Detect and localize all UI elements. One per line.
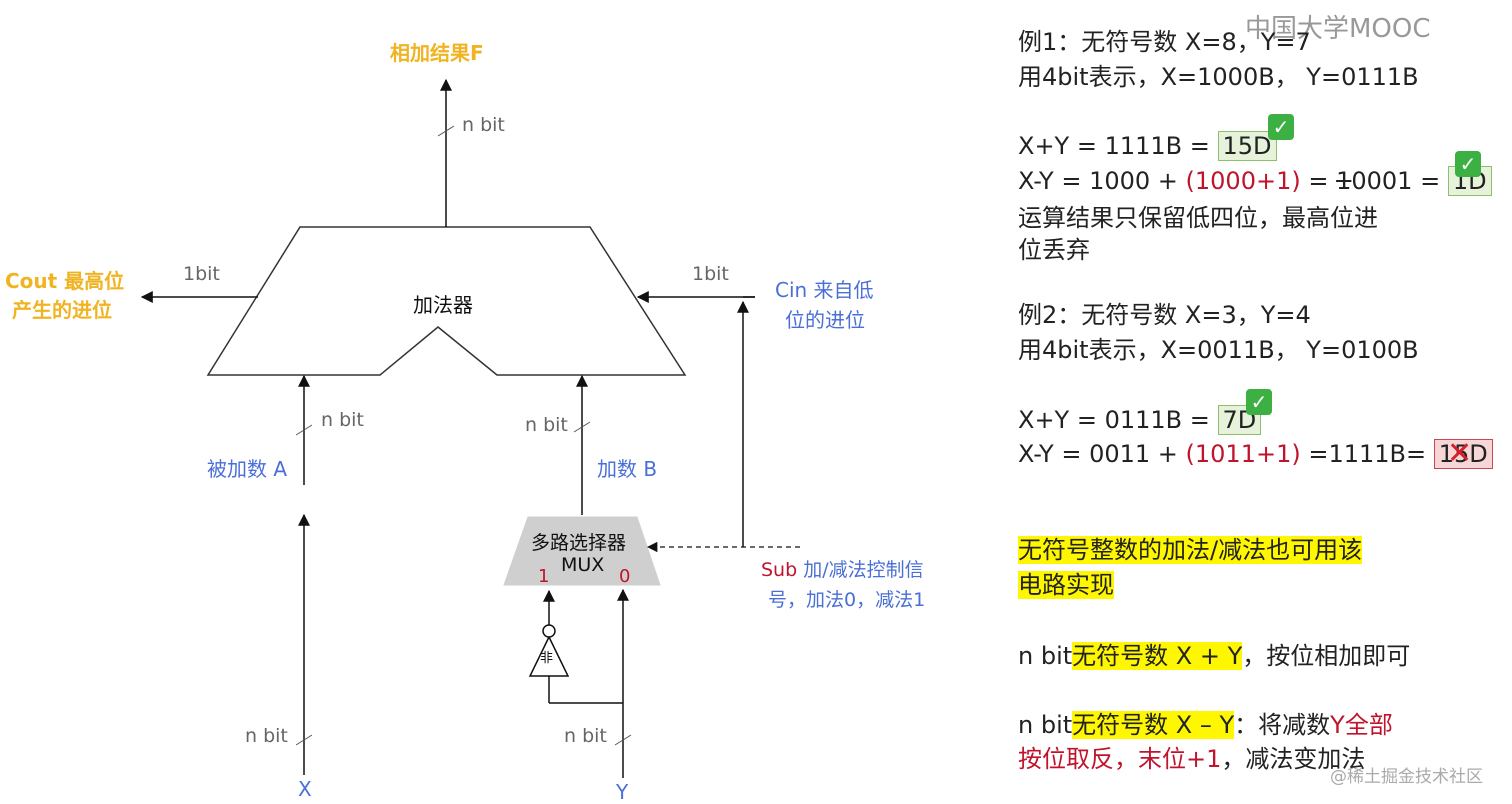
ex1-add: X+Y = 1111B = 15D: [1018, 130, 1277, 162]
conclusion-line-2: 电路实现: [1018, 571, 1114, 599]
ex2-repr: 用4bit表示，X=0011B， Y=0100B: [1018, 336, 1419, 364]
adder-label: 加法器: [413, 293, 473, 317]
mooc-logo: 中国大学MOOC: [1245, 14, 1431, 44]
nbit-label-y: n bit: [564, 725, 607, 747]
cout-label-1: Cout 最高位: [5, 269, 125, 293]
sub-control-label-2: 号，加法0，减法1: [768, 589, 926, 611]
cout-label-2: 产生的进位: [12, 298, 112, 322]
input-a-label: 被加数 A: [207, 457, 288, 481]
sub-rule-1: n bit无符号数 X – Y：将减数Y全部: [1018, 711, 1393, 739]
adder-block: [206, 226, 687, 376]
not-gate-label: 非: [540, 651, 554, 666]
bit-label-left: 1bit: [183, 263, 220, 285]
ex1-sub: X-Y = 1000 + (1000+1) = 10001 = 1D: [1018, 165, 1492, 197]
ex1-add-result: 15D: [1217, 131, 1277, 161]
input-b-label: 加数 B: [597, 457, 658, 481]
mux-block: [503, 516, 661, 586]
ex1-note-1: 运算结果只保留低四位，最高位进: [1018, 204, 1378, 232]
cross-icon: ✕: [1447, 436, 1473, 471]
ex1-repr: 用4bit表示，X=1000B， Y=0111B: [1018, 63, 1419, 91]
ex2-sub-result: 15D: [1433, 439, 1493, 469]
not-gate: [528, 635, 570, 677]
conclusion-line-1: 无符号整数的加法/减法也可用该: [1018, 536, 1363, 564]
ex2-sub: X-Y = 0011 + (1011+1) =1111B= 15D: [1018, 438, 1493, 470]
ex2-title: 例2：无符号数 X=3，Y=4: [1018, 301, 1311, 329]
check-icon: ✓: [1455, 151, 1481, 177]
mux-label-1: 多路选择器: [531, 532, 627, 554]
mux-label-2: MUX: [561, 554, 605, 576]
sub-rule-2: 按位取反，末位+1，减法变加法: [1018, 745, 1366, 773]
cin-label-1: Cin 来自低: [775, 278, 874, 302]
nbit-label-a: n bit: [321, 409, 364, 431]
ex1-title: 例1：无符号数 X=8，Y=7: [1018, 28, 1311, 56]
nbit-label-x: n bit: [245, 725, 288, 747]
sub-control-label: Sub 加/减法控制信: [761, 559, 924, 581]
site-watermark: @稀土掘金技术社区: [1330, 767, 1483, 787]
x-label: X: [298, 777, 312, 801]
ex1-note-2: 位丢弃: [1018, 236, 1090, 264]
bit-label-right: 1bit: [692, 263, 729, 285]
check-icon: ✓: [1246, 389, 1272, 415]
output-f-label: 相加结果F: [390, 41, 484, 65]
mux-input-1: 1: [538, 566, 550, 587]
ex2-add: X+Y = 0111B = 7D: [1018, 404, 1262, 436]
y-label: Y: [616, 780, 629, 804]
check-icon: ✓: [1268, 114, 1294, 140]
cin-label-2: 位的进位: [785, 308, 865, 332]
mux-input-0: 0: [619, 566, 631, 587]
circuit-diagram: [140, 78, 800, 778]
add-rule: n bit无符号数 X + Y，按位相加即可: [1018, 642, 1411, 670]
nbit-label-top: n bit: [462, 114, 505, 136]
nbit-label-b: n bit: [525, 414, 568, 436]
